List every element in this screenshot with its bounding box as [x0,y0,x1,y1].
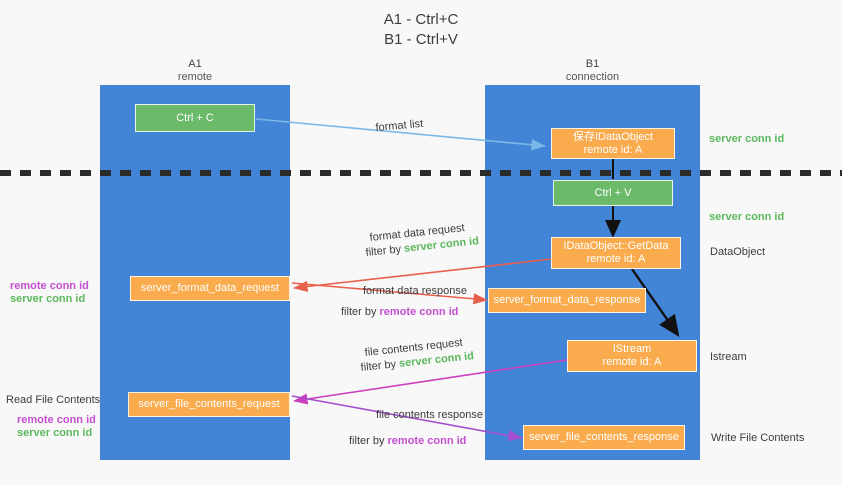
right-label-dataobject: DataObject [710,245,765,259]
edge-filter-file-resp-prefix: filter by [349,435,385,447]
right-label-write-file-contents: Write File Contents [711,431,804,445]
edge-label-format-data-response-text: format data response [363,285,467,297]
column-b1-sub: connection [565,71,620,83]
right-label-istream: Istream [710,350,747,364]
left-label-remote-conn-id-2: remote conn id [17,413,96,427]
left-label-server-conn-id-1-text: server conn id [10,293,86,305]
edge-filter-fmt-resp-prefix: filter by [341,306,377,318]
box-ctrl-v[interactable]: Ctrl + V [553,180,673,206]
box-server-format-data-response[interactable]: server_format_data_response [488,288,646,313]
left-label-remote-conn-id-1-text: remote conn id [10,280,89,292]
box-server-file-contents-response[interactable]: server_file_contents_response [523,425,685,450]
edge-filter-file-resp-key: remote conn id [387,435,467,447]
title-line-2: B1 - Ctrl+V [384,31,458,48]
box-save-idataobject-sub: remote id: A [583,143,643,156]
edge-label-file-contents-response-text: file contents response [376,409,484,421]
edge-label-format-list-text: format list [375,117,424,134]
box-save-idataobject-label: 保存IDataObject [572,130,654,143]
left-label-remote-conn-id-1: remote conn id [10,279,89,293]
left-label-server-conn-id-2-text: server conn id [17,427,93,439]
edge-filter-fmt-resp-key: remote conn id [379,306,459,318]
left-label-read-file-contents-text: Read File Contents [6,394,101,406]
right-label-server-conn-id-mid: server conn id [709,210,784,224]
box-istream-label: IStream [612,343,652,355]
diagram-title: A1 - Ctrl+C B1 - Ctrl+V [0,10,842,50]
edge-label-file-contents-response: file contents response [376,408,483,422]
left-label-server-conn-id-2: server conn id [17,426,92,440]
box-server-file-contents-response-label: server_file_contents_response [529,431,679,443]
edge-filter-fmt-req-prefix: filter by [365,243,402,259]
edge-filter-format-data-response: filter by remote conn id [341,305,458,319]
right-label-istream-text: Istream [710,351,747,363]
box-server-file-contents-request-label: server_file_contents_request [138,398,280,410]
right-label-dataobject-text: DataObject [710,246,766,258]
box-ctrl-v-label: Ctrl + V [594,186,632,199]
left-label-server-conn-id-1: server conn id [10,292,85,306]
box-idataobject-getdata[interactable]: IDataObject::GetData remote id: A [551,237,681,269]
edge-label-format-list: format list [375,117,424,135]
dashed-separator [0,170,842,176]
column-header-b1: B1 connection [485,58,700,84]
column-a1-name: A1 [188,58,202,70]
box-ctrl-c[interactable]: Ctrl + C [135,104,255,132]
left-label-remote-conn-id-2-text: remote conn id [17,414,96,426]
edge-filter-file-req-prefix: filter by [360,358,397,374]
column-b1-name: B1 [585,58,600,70]
box-getdata-sub: remote id: A [586,253,646,265]
title-line-1: A1 - Ctrl+C [383,11,459,28]
right-label-server-conn-id-top: server conn id [709,132,784,146]
column-a1-sub: remote [177,71,213,83]
box-istream[interactable]: IStream remote id: A [567,340,697,372]
right-label-server-conn-id-top-text: server conn id [709,133,785,145]
box-server-format-data-request[interactable]: server_format_data_request [130,276,290,301]
edge-label-format-data-response: format data response [363,284,467,298]
box-server-file-contents-request[interactable]: server_file_contents_request [128,392,290,417]
box-getdata-label: IDataObject::GetData [563,240,669,252]
right-label-write-file-contents-text: Write File Contents [711,432,805,444]
right-label-server-conn-id-mid-text: server conn id [709,211,785,223]
box-server-format-data-request-label: server_format_data_request [140,282,280,294]
left-label-read-file-contents: Read File Contents [6,393,100,407]
box-server-format-data-response-label: server_format_data_response [493,294,641,306]
box-istream-sub: remote id: A [602,356,662,368]
box-save-idataobject[interactable]: 保存IDataObject remote id: A [551,128,675,159]
edge-filter-file-contents-response: filter by remote conn id [349,434,466,448]
column-header-a1: A1 remote [100,58,290,84]
box-ctrl-c-label: Ctrl + C [176,111,214,124]
